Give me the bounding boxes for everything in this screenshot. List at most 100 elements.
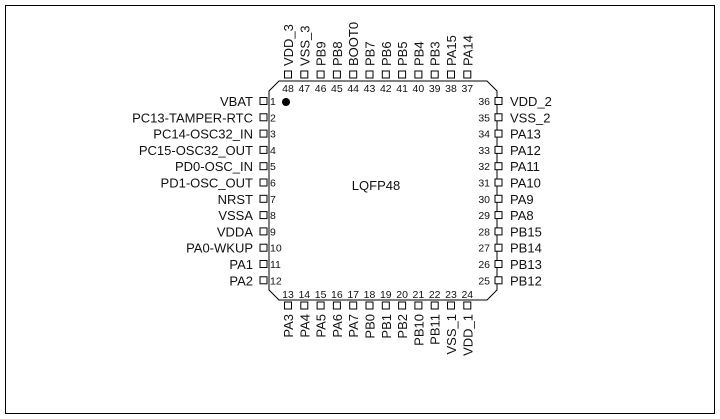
chip-body <box>268 80 498 301</box>
pin-number: 35 <box>478 112 490 124</box>
pin-12: 12 PA2 <box>229 273 281 288</box>
pin-label: PA13 <box>510 127 541 142</box>
pin-pad <box>259 211 268 220</box>
pins-layer: 1VBAT2PC13-TAMPER-RTC3PC14-OSC32_IN4PC15… <box>132 22 552 356</box>
pin-label: VSS_3 <box>297 26 312 66</box>
pin-number: 44 <box>347 83 359 95</box>
pin-number: 21 <box>413 289 425 301</box>
pin-pad <box>259 178 268 187</box>
pin-label: PA10 <box>510 176 541 191</box>
pin-pad <box>494 178 503 187</box>
pin-pad <box>494 113 503 122</box>
pin-pad <box>300 301 309 310</box>
pin-pad <box>259 162 268 171</box>
pin-pad <box>414 301 423 310</box>
pin-number: 9 <box>270 226 276 238</box>
pin-26: 26 PB13 <box>478 257 542 272</box>
pin-label: PA7 <box>346 314 361 338</box>
pin-pad <box>494 260 503 268</box>
pin-pad <box>494 243 503 252</box>
pin-label: PB9 <box>314 41 329 66</box>
pin-number: 14 <box>298 289 310 301</box>
pin-pad <box>316 301 325 310</box>
pin-pad <box>332 70 341 79</box>
pin-label: PA2 <box>229 273 253 288</box>
pin-pad <box>284 301 292 310</box>
pin-label: PA14 <box>460 35 475 66</box>
pin-pad <box>494 227 503 236</box>
pin-number: 30 <box>478 194 490 206</box>
pin-pad <box>259 260 268 268</box>
pin-pad <box>494 145 503 154</box>
pin-label: PA3 <box>281 314 296 338</box>
pin-number: 18 <box>364 289 376 301</box>
pin-label: PA6 <box>330 314 345 338</box>
pin-number: 1 <box>270 96 276 108</box>
pin-number: 26 <box>478 259 490 271</box>
pin-number: 8 <box>270 210 276 222</box>
pin-label: PB2 <box>395 314 410 339</box>
pin-pad <box>494 129 503 138</box>
pin-pad <box>463 70 472 79</box>
pin-number: 43 <box>364 83 376 95</box>
pin-pad <box>259 97 268 105</box>
pin-label: PA0-WKUP <box>186 241 253 256</box>
pin-number: 31 <box>478 178 490 190</box>
pin-label: PC14-OSC32_IN <box>153 127 253 142</box>
pin-pad <box>381 301 390 310</box>
pin-pad <box>430 301 439 310</box>
pin-label: PC15-OSC32_OUT <box>139 143 253 158</box>
pin-pad <box>447 70 455 79</box>
pin-label: VSSA <box>218 208 253 223</box>
pin-pad <box>259 129 268 138</box>
pin-number: 27 <box>478 243 490 255</box>
pin-label: PB13 <box>510 257 542 272</box>
pin-label: PA12 <box>510 143 541 158</box>
pin-number: 2 <box>270 112 276 124</box>
pin-number: 17 <box>347 289 359 301</box>
pin-number: 22 <box>429 289 441 301</box>
pin-pad <box>494 162 503 171</box>
pin-label: PC13-TAMPER-RTC <box>132 110 253 125</box>
pin-pad <box>259 113 268 122</box>
pin-pad <box>414 70 423 79</box>
pin-pad <box>494 276 503 285</box>
pin-label: PA5 <box>314 314 329 338</box>
pin-number: 38 <box>445 83 457 95</box>
pin-pad <box>398 301 407 310</box>
pin-pad <box>381 70 390 79</box>
pin-3: 3 PC14-OSC32_IN <box>153 127 276 142</box>
pin-2: 2 PC13-TAMPER-RTC <box>132 110 276 125</box>
pin-27: 27 PB14 <box>478 241 542 256</box>
pin-pad <box>300 70 309 79</box>
pin-30: 30 PA9 <box>478 192 533 207</box>
pin-label: PB6 <box>379 41 394 66</box>
pin-label: PA9 <box>510 192 534 207</box>
pin-number: 36 <box>478 96 490 108</box>
pin-label: PB14 <box>510 241 542 256</box>
pin-label: PB11 <box>428 314 443 345</box>
pin-label: VDD_3 <box>281 24 296 66</box>
pin-label: VBAT <box>220 94 253 109</box>
pin-number: 3 <box>270 129 276 141</box>
pin-number: 12 <box>270 275 282 287</box>
pin-label: VSS_2 <box>510 110 550 125</box>
